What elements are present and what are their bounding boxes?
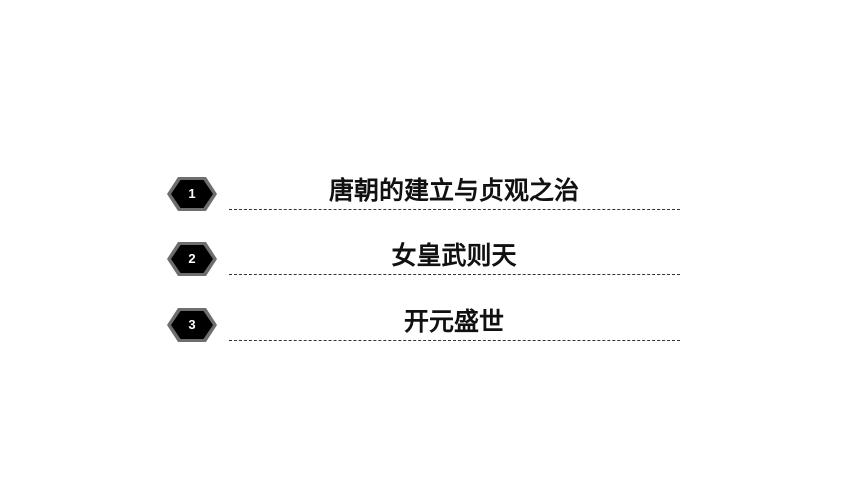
toc-item-title: 女皇武则天 [391,241,517,270]
badge-number: 1 [188,186,196,201]
dashed-underline [229,340,680,341]
hexagon-badge-icon: 2 [166,241,218,277]
toc-item-title: 唐朝的建立与贞观之治 [328,176,579,205]
hexagon-badge-icon: 1 [166,176,218,212]
dashed-underline [229,209,680,210]
toc-item-3[interactable]: 3 开元盛世 [166,305,680,345]
hexagon-badge-icon: 3 [166,307,218,343]
dashed-underline [229,274,680,275]
toc-item-2[interactable]: 2 女皇武则天 [166,239,680,279]
toc-item-title: 开元盛世 [403,307,504,336]
toc-item-1[interactable]: 1 唐朝的建立与贞观之治 [166,174,680,214]
badge-number: 2 [188,251,196,266]
badge-number: 3 [188,317,196,332]
